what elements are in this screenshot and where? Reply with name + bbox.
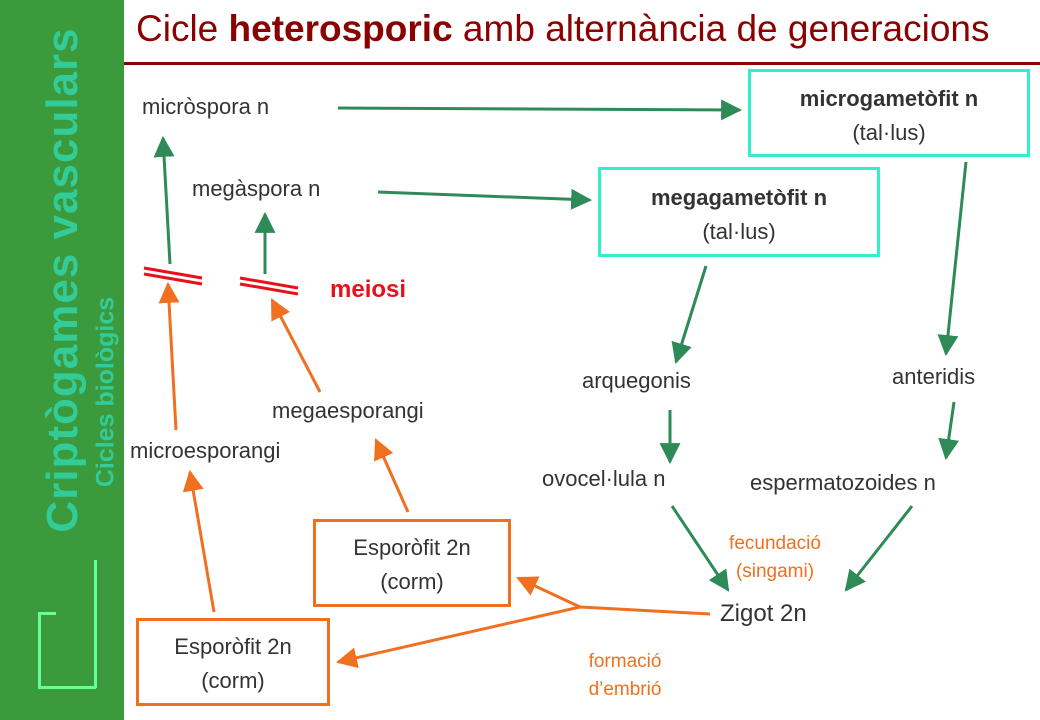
label-microspora: micròspora n xyxy=(142,94,270,119)
label-megaspora: megàspora n xyxy=(192,176,321,201)
arrow-zigot-to-branch xyxy=(579,605,711,616)
box-esporofit-upper: Esporòfit 2n (corm) xyxy=(313,519,511,607)
microgametofit-title: microgametòfit n xyxy=(799,86,979,111)
esporofit-lower-line1: Esporòfit 2n xyxy=(174,634,292,659)
label-formacio: formació d’embrió xyxy=(570,648,680,704)
sidebar: Criptògames vasculars Cicles biològics xyxy=(0,0,124,720)
arrow-anteridis-to-espermatozoides xyxy=(938,401,960,461)
label-fecundacio: fecundació (singami) xyxy=(714,530,836,586)
label-zigot: Zigot 2n xyxy=(720,600,807,627)
arrow-microspora-to-microgametofit xyxy=(337,99,743,121)
title-underline xyxy=(124,62,1040,65)
formacio-line2: d’embrió xyxy=(588,679,662,700)
esporofit-upper-line1: Esporòfit 2n xyxy=(353,535,471,560)
box-megagametofit: megagametòfit n (tal·lus) xyxy=(598,167,880,257)
page-title: Cicle heterosporic amb alternància de ge… xyxy=(136,8,990,49)
arrow-microesporangi-to-meiosi xyxy=(158,281,180,431)
arrow-branch-to-esporofit-lower xyxy=(335,605,581,669)
arrow-megagametofit-to-arquegonis xyxy=(671,265,708,365)
box-microgametofit: microgametòfit n (tal·lus) xyxy=(748,69,1030,157)
meiosi-mark-right-a xyxy=(239,276,299,290)
arrow-esporofit-lower-to-microesporangi xyxy=(182,469,216,613)
arrow-espermatozoides-to-zigot xyxy=(844,505,914,592)
label-ovocellula: ovocel·lula n xyxy=(542,466,666,491)
bracket-right-vertical xyxy=(94,560,97,688)
label-megaesporangi: megaesporangi xyxy=(272,398,424,423)
esporofit-upper-line2: (corm) xyxy=(380,569,444,594)
box-esporofit-lower: Esporòfit 2n (corm) xyxy=(136,618,330,706)
label-arquegonis: arquegonis xyxy=(582,368,691,393)
esporofit-lower-line2: (corm) xyxy=(201,668,265,693)
arrow-megaesporangi-to-meiosi xyxy=(270,298,322,393)
microgametofit-subtitle: (tal·lus) xyxy=(852,120,926,145)
label-microesporangi: microesporangi xyxy=(130,438,281,463)
arrow-megaspora-to-megagametofit xyxy=(377,188,593,210)
arrow-esporofit-upper-to-megaesporangi xyxy=(374,438,410,513)
bracket-left-horizontal xyxy=(38,612,56,615)
arrow-ovocellula-to-zigot xyxy=(670,505,730,592)
label-espermatozoides: espermatozoides n xyxy=(750,470,936,495)
label-anteridis: anteridis xyxy=(892,364,976,389)
arrow-meiosi-to-microspora xyxy=(153,135,175,265)
megagametofit-title: megagametòfit n xyxy=(650,185,828,210)
label-meiosi: meiosi xyxy=(330,276,407,303)
formacio-line1: formació xyxy=(588,651,662,672)
meiosi-mark-left-a xyxy=(143,266,203,280)
meiosi-mark-right-b xyxy=(239,282,299,296)
arrow-branch-to-esporofit-upper xyxy=(516,576,581,609)
megagametofit-subtitle: (tal·lus) xyxy=(702,219,776,244)
bracket-bottom xyxy=(38,686,96,689)
fecundacio-line1: fecundació xyxy=(729,533,821,554)
fecundacio-line2: (singami) xyxy=(735,561,815,582)
arrow-microgametofit-to-anteridis xyxy=(937,161,968,357)
meiosi-mark-left-b xyxy=(143,272,203,286)
bracket-left-vertical xyxy=(38,612,41,688)
